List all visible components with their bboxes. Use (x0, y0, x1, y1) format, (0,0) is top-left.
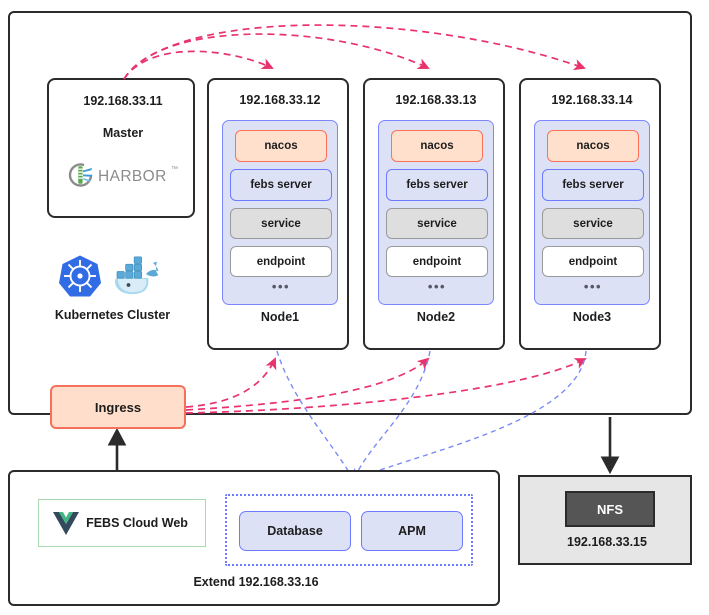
node1-more-indicator: ••• (271, 279, 291, 294)
node3-inner-panel: nacos febs server service endpoint ••• (534, 120, 650, 305)
extend-service-database[interactable]: Database (239, 511, 351, 551)
node2-name-label: Node2 (416, 310, 456, 324)
extend-container: FEBS Cloud Web Database APM Extend 192.1… (8, 470, 500, 606)
nfs-badge: NFS (565, 491, 655, 527)
vue-logo (52, 511, 80, 537)
node3-component-service[interactable]: service (542, 208, 644, 239)
node1-component-febs-server[interactable]: febs server (230, 169, 332, 201)
node3-component-nacos[interactable]: nacos (547, 130, 639, 162)
master-role-label: Master (102, 126, 144, 140)
node2-component-nacos[interactable]: nacos (391, 130, 483, 162)
node2-ip-label: 192.168.33.13 (395, 93, 477, 107)
extend-footer-label: Extend 192.168.33.16 (193, 575, 319, 589)
nfs-label: NFS (597, 501, 623, 517)
node1-component-nacos[interactable]: nacos (235, 130, 327, 162)
node2-component-service[interactable]: service (386, 208, 488, 239)
node3-ip-label: 192.168.33.14 (551, 93, 633, 107)
harbor-logo: HARBOR ™ (67, 158, 179, 192)
node2-more-indicator: ••• (427, 279, 447, 294)
docker-icon (110, 252, 166, 298)
ingress-button[interactable]: Ingress (50, 385, 186, 429)
node2-inner-panel: nacos febs server service endpoint ••• (378, 120, 494, 305)
extend-services-group: Database APM (225, 494, 473, 566)
node1-inner-panel: nacos febs server service endpoint ••• (222, 120, 338, 305)
extend-service-apm[interactable]: APM (361, 511, 463, 551)
svg-text:HARBOR: HARBOR (98, 168, 167, 185)
node-card-node1[interactable]: 192.168.33.12 nacos febs server service … (207, 78, 349, 350)
kubernetes-icon (57, 253, 103, 299)
master-node-card[interactable]: 192.168.33.11 Master HARBOR ™ (47, 78, 195, 218)
nfs-ip-label: 192.168.33.15 (567, 535, 647, 549)
master-ip-label: 192.168.33.11 (83, 94, 163, 108)
svg-text:™: ™ (171, 166, 178, 173)
node1-name-label: Node1 (260, 310, 300, 324)
node3-component-febs-server[interactable]: febs server (542, 169, 644, 201)
node1-ip-label: 192.168.33.12 (239, 93, 321, 107)
nfs-storage-panel[interactable]: NFS 192.168.33.15 (518, 475, 692, 565)
node2-component-endpoint[interactable]: endpoint (386, 246, 488, 277)
febs-cloud-web-card[interactable]: FEBS Cloud Web (38, 499, 206, 547)
febs-cloud-web-label: FEBS Cloud Web (86, 516, 188, 530)
node2-component-febs-server[interactable]: febs server (386, 169, 488, 201)
ingress-label: Ingress (94, 399, 142, 415)
node-card-node2[interactable]: 192.168.33.13 nacos febs server service … (363, 78, 505, 350)
node3-name-label: Node3 (572, 310, 612, 324)
node-card-node3[interactable]: 192.168.33.14 nacos febs server service … (519, 78, 661, 350)
kubernetes-cluster-label: Kubernetes Cluster (54, 308, 171, 322)
node1-component-endpoint[interactable]: endpoint (230, 246, 332, 277)
node3-component-endpoint[interactable]: endpoint (542, 246, 644, 277)
node3-more-indicator: ••• (583, 279, 603, 294)
node1-component-service[interactable]: service (230, 208, 332, 239)
